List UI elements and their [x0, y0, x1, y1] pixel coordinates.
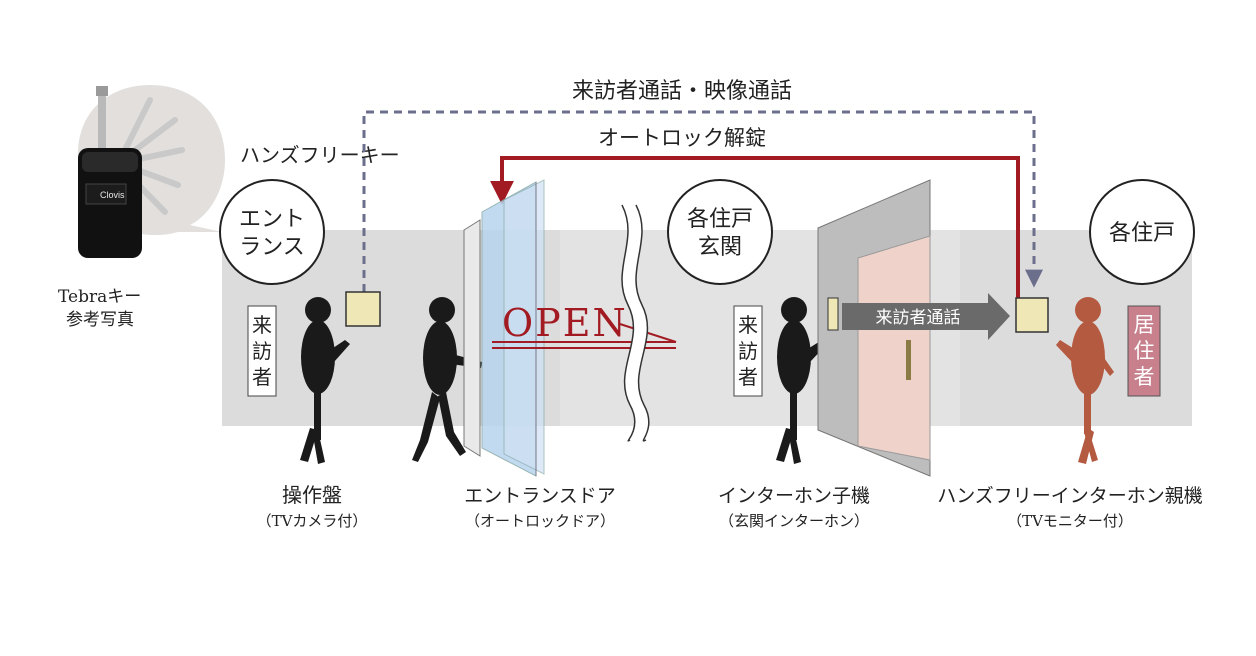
panel-label: 操作盤: [282, 483, 342, 507]
door-intercom-device: [827, 297, 839, 331]
autolock-release-label: オートロック解錠: [598, 126, 766, 150]
visitor-tag-right-char3: 者: [738, 365, 758, 389]
wall-break: [621, 204, 650, 442]
entrance-door-glass: [463, 179, 545, 477]
circle-unit-entrance-line1: 各住戸: [687, 207, 753, 232]
key-caption-line2: 参考写真: [66, 310, 134, 330]
circle-unit: 各住戸: [1089, 179, 1195, 285]
visitor-tag-left: 来 訪 者: [247, 305, 277, 397]
resident-figure: [1056, 297, 1114, 464]
handsfree-key-label: ハンズフリーキー: [240, 143, 400, 167]
key-brand-label: Clovis: [100, 190, 125, 200]
circle-entrance-line2: ランス: [239, 235, 305, 260]
panel-sub-label: （TVカメラ付）: [257, 512, 368, 530]
visitor-call-arrow-label: 来訪者通話: [876, 308, 961, 328]
entrance-door-sub-label: （オートロックドア）: [465, 512, 615, 530]
resident-tag-char2: 住: [1134, 339, 1155, 363]
circle-unit-label: 各住戸: [1109, 221, 1175, 246]
key-caption-line1: Tebraキー: [58, 287, 141, 307]
circle-entrance-line1: エント: [239, 207, 305, 232]
circle-unit-entrance-line2: 玄関: [698, 235, 742, 260]
handsfree-master-device: [1015, 297, 1049, 333]
entrance-panel-device: [345, 291, 381, 327]
visitor-tag-left-char3: 者: [252, 365, 272, 389]
intercom-sub-unit-sub-label: （玄関インターホン）: [719, 512, 869, 530]
visitor-tag-right: 来 訪 者: [733, 305, 763, 397]
visitor-tag-right-char2: 訪: [738, 339, 758, 363]
resident-tag-char1: 居: [1134, 313, 1155, 337]
open-text: OPEN: [502, 301, 628, 345]
entrance-door-label: エントランスドア: [464, 485, 616, 507]
autolock-red-line: [490, 156, 1020, 298]
visitor-call-arrow: 来訪者通話: [842, 293, 1010, 340]
visitor-call-video-label: 来訪者通話・映像通話: [572, 79, 792, 104]
handsfree-master-sub-label: （TVモニター付）: [1007, 512, 1133, 530]
circle-unit-entrance: 各住戸 玄関: [667, 179, 773, 285]
intercom-sub-unit-label: インターホン子機: [718, 485, 870, 507]
key-fob-icon: Clovis: [78, 86, 185, 258]
visitor-tag-left-char1: 来: [252, 313, 272, 337]
resident-tag-char3: 者: [1134, 365, 1155, 389]
circle-entrance: エント ランス: [219, 179, 325, 285]
visitor-tag-right-char1: 来: [738, 313, 758, 337]
visitor-figure-1: [300, 297, 350, 464]
handsfree-master-label: ハンズフリーインターホン親機: [937, 485, 1203, 507]
visitor-tag-left-char2: 訪: [252, 339, 272, 363]
video-call-dashed-line: [362, 110, 1043, 292]
resident-tag: 居 住 者: [1127, 305, 1161, 397]
